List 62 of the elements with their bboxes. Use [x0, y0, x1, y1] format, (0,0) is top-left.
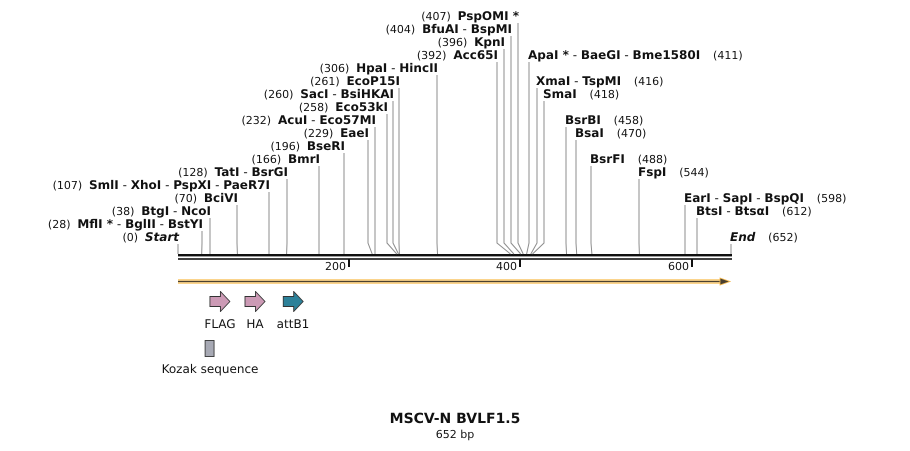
enzyme-site-label: ApaI * - BaeGI - Bme1580I (411)	[528, 49, 743, 62]
leader-line	[510, 36, 522, 254]
leader-line	[318, 166, 320, 254]
enzyme-site-label: (38) BtgI - NcoI	[112, 205, 211, 218]
leader-line	[201, 230, 202, 254]
enzyme-site-label: (0) Start	[122, 231, 179, 244]
sequence-length: 652 bp	[436, 428, 474, 441]
enzyme-site-label: BsrBI (458)	[565, 114, 644, 127]
scale-label: 600	[668, 260, 689, 273]
leader-line	[638, 178, 640, 254]
enzyme-site-label: SmaI (418)	[543, 88, 620, 101]
leader-line	[386, 114, 398, 254]
enzyme-site-label: (166) BmrI	[252, 153, 320, 166]
leader-line	[518, 22, 524, 254]
leader-line	[504, 48, 514, 254]
leader-line	[392, 100, 399, 254]
leader-line	[368, 140, 373, 254]
enzyme-site-label: (229) EaeI	[304, 127, 369, 140]
enzyme-site-label: (260) SacI - BsiHKAI	[264, 88, 394, 101]
enzyme-site-label: (70) BciVI	[174, 192, 238, 205]
map-title: MSCV-N BVLF1.5	[390, 411, 520, 427]
leader-line	[684, 204, 686, 254]
leader-line	[530, 88, 538, 254]
enzyme-site-label: (396) KpnI	[438, 36, 505, 49]
leader-line	[526, 62, 530, 254]
enzyme-site-label: EarI - SapI - BspQI (598)	[684, 192, 846, 205]
leader-line	[696, 218, 698, 254]
leader-line	[576, 140, 578, 254]
leader-line	[236, 204, 238, 254]
leader-line	[286, 178, 288, 254]
enzyme-site-label: BsrFI (488)	[590, 153, 668, 166]
leader-line	[566, 126, 567, 254]
enzyme-site-label: BsaI (470)	[575, 127, 646, 140]
enzyme-site-label: (392) Acc65I	[416, 49, 498, 62]
feature-label: attB1	[276, 317, 310, 331]
enzyme-site-label: FspI (544)	[638, 166, 709, 179]
feature-label: FLAG	[204, 317, 236, 331]
feature-label: Kozak sequence	[162, 362, 258, 376]
enzyme-site-label: (107) SmlI - XhoI - PspXI - PaeR7I	[52, 179, 270, 192]
enzyme-site-label: (28) MflI * - BglII - BstYI	[48, 218, 203, 231]
enzyme-site-label: XmaI - TspMI (416)	[536, 75, 664, 88]
enzyme-site-label: (232) AcuI - Eco57MI	[242, 114, 376, 127]
leader-line	[496, 62, 511, 254]
leader-line	[374, 126, 376, 254]
enzyme-site-label: (261) EcoP15I	[310, 75, 400, 88]
scale-label: 400	[496, 260, 517, 273]
enzyme-site-label: (306) HpaI - HincII	[320, 62, 438, 75]
leader-line	[268, 192, 270, 254]
enzyme-site-label: (258) Eco53kI	[298, 101, 388, 114]
feature-label: HA	[246, 317, 264, 331]
leader-line	[398, 88, 400, 254]
enzyme-site-label: (196) BseRI	[270, 140, 345, 153]
leader-line	[436, 74, 438, 254]
leader-line	[730, 244, 732, 254]
enzyme-site-label: (407) PspOMI *	[421, 10, 519, 23]
enzyme-site-label: (404) BfuAI - BspMI	[386, 23, 512, 36]
enzyme-site-label: BtsI - BtsαI (612)	[696, 205, 812, 218]
leader-line	[532, 100, 544, 254]
leader-line	[590, 166, 592, 254]
scale-label: 200	[325, 260, 346, 273]
enzyme-site-label: (128) TatI - BsrGI	[178, 166, 288, 179]
enzyme-site-label: End (652)	[730, 231, 798, 244]
